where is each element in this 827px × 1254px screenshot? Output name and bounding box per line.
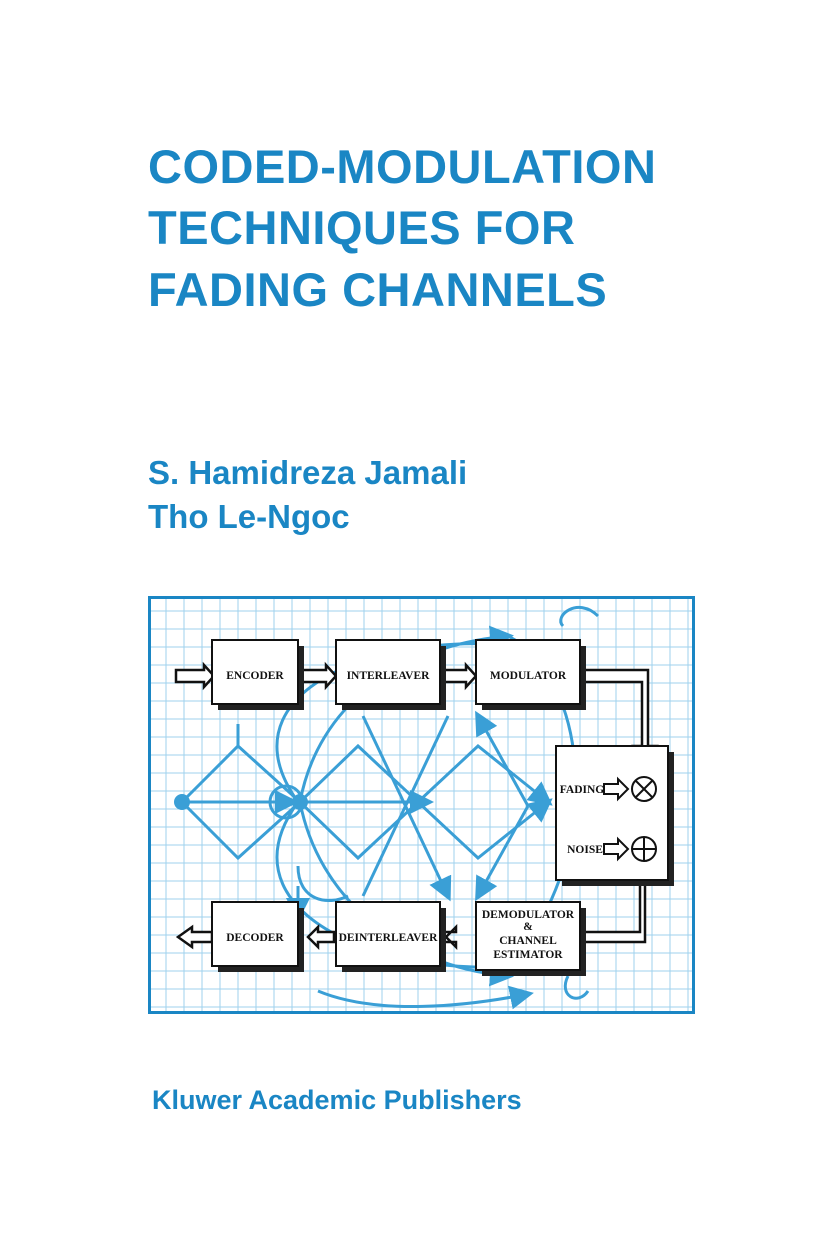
channel-block: FADING NOISE — [555, 745, 674, 886]
interleaver-block: INTERLEAVER — [335, 639, 446, 710]
title-line-2: TECHNIQUES FOR — [148, 201, 576, 254]
demodulator-label-1: DEMODULATOR — [482, 909, 575, 921]
interleaver-label: INTERLEAVER — [347, 670, 431, 682]
demodulator-label-4: ESTIMATOR — [493, 949, 563, 961]
author-2: Tho Le-Ngoc — [148, 498, 350, 535]
state-node-left — [174, 794, 190, 810]
state-node-center — [292, 794, 308, 810]
decoder-block: DECODER — [211, 901, 304, 972]
modulator-block: MODULATOR — [475, 639, 586, 710]
noise-label: NOISE — [567, 844, 603, 856]
cover-diagram: ENCODER INTERLEAVER MODULATOR FADING NOI… — [148, 596, 695, 1014]
title-line-1: CODED-MODULATION — [148, 140, 657, 193]
encoder-block: ENCODER — [211, 639, 304, 710]
modulator-label: MODULATOR — [490, 670, 567, 682]
deinterleaver-label: DEINTERLEAVER — [339, 932, 439, 944]
diagram-frame — [148, 596, 695, 1014]
demodulator-block: DEMODULATOR & CHANNEL ESTIMATOR — [475, 901, 586, 976]
fading-label: FADING — [560, 784, 605, 796]
encoder-label: ENCODER — [226, 670, 284, 682]
decoder-label: DECODER — [226, 932, 284, 944]
publisher-name: Kluwer Academic Publishers — [152, 1085, 522, 1115]
demodulator-label-2: & — [523, 921, 533, 933]
demodulator-label-3: CHANNEL — [499, 935, 557, 947]
title-line-3: FADING CHANNELS — [148, 263, 608, 316]
author-1: S. Hamidreza Jamali — [148, 454, 468, 491]
deinterleaver-block: DEINTERLEAVER — [335, 901, 446, 972]
